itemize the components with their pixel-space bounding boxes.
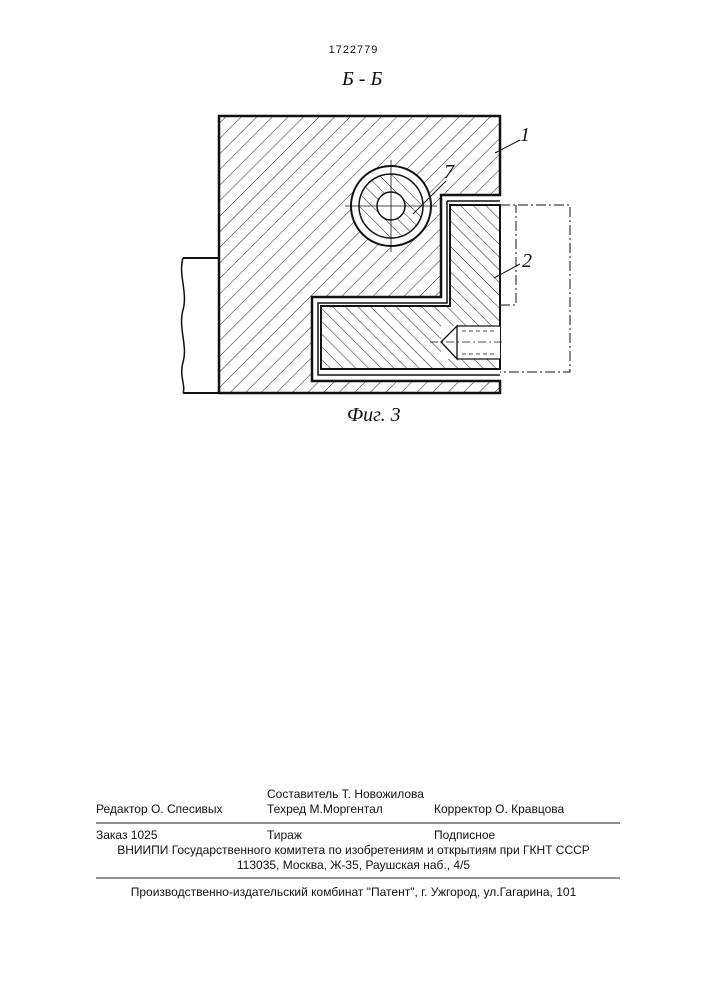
figure-caption: Фиг. 3: [347, 404, 401, 427]
imprint-corrector: Корректор О. Кравцова: [434, 802, 564, 816]
part-label-2: 2: [522, 250, 532, 273]
imprint-publisher: Производственно-издательский комбинат "П…: [0, 885, 707, 899]
imprint-address: 113035, Москва, Ж-35, Раушская наб., 4/5: [0, 858, 707, 872]
part-label-7: 7: [444, 161, 454, 184]
imprint-committee: ВНИИПИ Государственного комитета по изоб…: [0, 843, 707, 857]
imprint-compiler: Составитель Т. Новожилова: [267, 787, 424, 801]
imprint-subscription: Подписное: [434, 828, 495, 842]
screw-hole: [430, 326, 505, 359]
support-block: [182, 258, 219, 393]
imprint-circulation: Тираж: [267, 828, 302, 842]
imprint-techred: Техред М.Моргентал: [267, 802, 383, 816]
imprint-order: Заказ 1025: [96, 828, 158, 842]
imprint-editor: Редактор О. Спесивых: [96, 802, 223, 816]
part-label-1: 1: [520, 124, 530, 147]
adjacent-part-outline: [500, 205, 570, 372]
